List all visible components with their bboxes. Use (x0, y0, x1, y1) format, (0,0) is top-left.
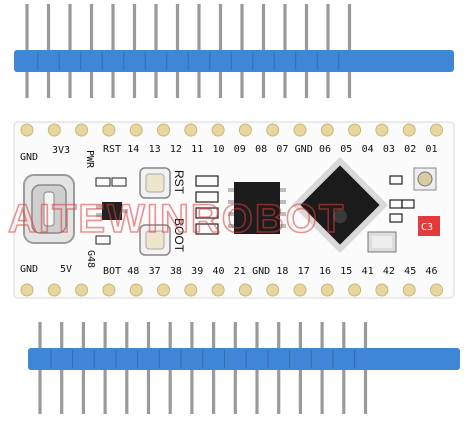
pwr-label: PWR (84, 150, 95, 169)
pin-header-top (14, 4, 454, 98)
top-pin-label: 12 (170, 144, 182, 155)
top-pin-label: 09 (234, 144, 246, 155)
top-pin-label: 01 (425, 144, 437, 155)
antenna-connector (413, 167, 437, 191)
pin-pad (47, 283, 61, 297)
bottom-pin-label: 21 (234, 266, 246, 277)
top-pin-label: 11 (191, 144, 203, 155)
top-pin-label: 08 (255, 144, 267, 155)
bottom-pin-label: 16 (319, 266, 331, 277)
bottom-pin-label: 38 (170, 266, 182, 277)
pin-pad (129, 123, 143, 137)
bottom-pin-label: 40 (212, 266, 224, 277)
top-pin-label: RST (103, 144, 121, 155)
pin-pad (238, 283, 252, 297)
gnd-5v-5v-label: 5V (60, 264, 72, 275)
boot-label: BOOT (172, 218, 186, 253)
esp32-mcu-chip (291, 156, 389, 254)
top-pin-label: 13 (149, 144, 161, 155)
top-pin-label: 07 (276, 144, 288, 155)
bottom-pin-label: 48 (127, 266, 139, 277)
header-plastic (14, 50, 454, 72)
pin-pad (375, 123, 389, 137)
g48-label: G48 (85, 250, 96, 268)
pin-pad (75, 123, 89, 137)
gnd-3v3-3v3-label: 3V3 (52, 145, 70, 156)
bottom-pin-label: 37 (149, 266, 161, 277)
top-pin-label: 03 (383, 144, 395, 155)
pin-pad (20, 123, 34, 137)
top-pin-label: 04 (362, 144, 374, 155)
pin-pad (430, 283, 443, 297)
bottom-pin-label: 46 (425, 266, 437, 277)
pin-pad (402, 283, 416, 297)
pin-pad (348, 283, 362, 297)
capacitor-pads (95, 177, 127, 245)
top-pin-label: 10 (212, 144, 224, 155)
pin-pad (320, 123, 334, 137)
pin-header-bottom (28, 322, 460, 414)
pin-pad (211, 123, 225, 137)
pin-pad (211, 283, 225, 297)
pin-pad (75, 283, 89, 297)
pin-pad (402, 123, 416, 137)
bottom-pin-label: 17 (298, 266, 310, 277)
bottom-pin-label: 15 (340, 266, 352, 277)
pin-pad (375, 283, 389, 297)
pin-pad (293, 123, 307, 137)
bottom-pin-label: 41 (362, 266, 374, 277)
bottom-pin-label: GND (252, 266, 270, 277)
pin-pad (266, 123, 280, 137)
top-pin-label: 02 (404, 144, 416, 155)
pin-pad (184, 283, 198, 297)
led-label: C3 (421, 222, 433, 233)
bottom-pin-label: 18 (276, 266, 288, 277)
flash-chip (228, 182, 286, 234)
rst-label: RST (172, 170, 186, 195)
crystal-oscillator (367, 231, 397, 253)
pin-pad (266, 283, 280, 297)
bottom-pin-label: 42 (383, 266, 395, 277)
top-pin-label: 06 (319, 144, 331, 155)
resistor-array (195, 175, 219, 235)
pin-pad (320, 283, 334, 297)
status-led: C3 (418, 216, 440, 236)
pin-pad (348, 123, 362, 137)
pin-pad (157, 123, 170, 137)
watermark: AITEWINROBOT (8, 197, 345, 241)
pin-pad (430, 123, 443, 137)
rst-button (139, 167, 171, 199)
pin-pad (47, 123, 61, 137)
pin-pad (129, 283, 143, 297)
smd-components (389, 175, 415, 223)
top-pin-label: 05 (340, 144, 352, 155)
pin-pad (102, 123, 116, 137)
pin-pads (20, 123, 443, 297)
regulator-chip (96, 202, 128, 220)
gnd-5v-gnd-label: GND (20, 264, 38, 275)
pin-pad (293, 283, 307, 297)
pin-pad (20, 283, 34, 297)
bottom-pin-label: BOT (103, 266, 121, 277)
pin-pad (184, 123, 198, 137)
usb-c-connector (23, 174, 75, 244)
boot-button (139, 224, 171, 256)
pin-pad (102, 283, 116, 297)
pin-pad (238, 123, 252, 137)
top-pin-label: 14 (127, 144, 139, 155)
bottom-pin-label: 39 (191, 266, 203, 277)
pin-pad (157, 283, 170, 297)
gnd-3v3-gnd-label: GND (20, 152, 38, 163)
bottom-pin-label: 45 (404, 266, 416, 277)
header-plastic (28, 348, 460, 370)
top-pin-label: GND (295, 144, 313, 155)
